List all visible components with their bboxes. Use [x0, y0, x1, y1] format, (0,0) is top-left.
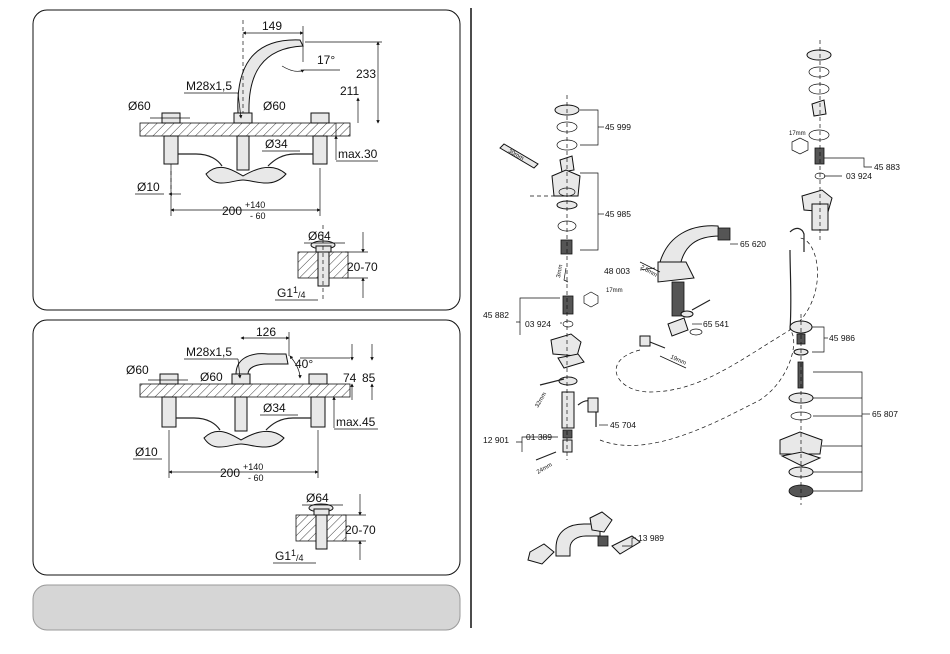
- part-45985: 45 985: [605, 209, 631, 219]
- part-65541: 65 541: [703, 319, 729, 329]
- tool-32mm: 32mm: [535, 392, 549, 409]
- part-03924-right: 03 924: [846, 171, 872, 181]
- panel-installation-spout-high: 149 17° 233 211 M28x1,5 Ø60 Ø60 Ø34 max.…: [33, 10, 460, 310]
- grey-note-box: [33, 585, 460, 630]
- dim-thread: M28x1,5: [186, 345, 232, 359]
- dim-spread-plus: +140: [245, 200, 265, 210]
- dim-drain-dia: Ø64: [306, 491, 329, 505]
- dim-height-85: 85: [362, 371, 376, 385]
- dim-spout-reach: 126: [256, 325, 276, 339]
- countertop-section: [140, 123, 350, 136]
- part-45704: 45 704: [610, 420, 636, 430]
- dim-height-211: 211: [340, 84, 359, 98]
- dim-spread-minus: - 60: [250, 211, 266, 221]
- dim-dia-10: Ø10: [137, 180, 160, 194]
- spout-assembly: 2,5mm 19mm: [639, 226, 730, 368]
- pipe-assembly: [528, 512, 640, 564]
- right-valve-stack: 17mm: [789, 40, 832, 330]
- countertop-section: [140, 384, 350, 397]
- dim-spread-plus: +140: [243, 462, 263, 472]
- part-65807: 65 807: [872, 409, 898, 419]
- dim-spout-reach: 149: [262, 19, 282, 33]
- dim-height-233: 233: [356, 67, 376, 81]
- dim-drain-range: 20-70: [345, 523, 376, 537]
- dim-drain-range: 20-70: [347, 260, 378, 274]
- part-13989: 13 989: [638, 533, 664, 543]
- dim-thread: M28x1,5: [186, 79, 232, 93]
- hose-path: [616, 238, 817, 392]
- dim-spout-angle: 40°: [295, 357, 313, 371]
- dim-spout-angle: 17°: [317, 53, 335, 67]
- dim-drain-dia: Ø64: [308, 229, 331, 243]
- dim-dia-10: Ø10: [135, 445, 158, 459]
- part-45882: 45 882: [483, 310, 509, 320]
- drain-assembly: [780, 314, 822, 505]
- dim-spread: 200: [222, 204, 242, 218]
- tool-17mm-right: 17mm: [789, 131, 806, 137]
- part-callouts: 45 999 45 985 17mm 3mm 45 882 03 924 32m…: [483, 110, 900, 546]
- panel-installation-spout-low: 126 40° 74 85 M28x1,5 Ø60 Ø60 Ø34 max.45…: [33, 320, 460, 575]
- exploded-view: 30mm 2,5mm 19mm: [483, 40, 900, 564]
- dim-dia-34: Ø34: [265, 137, 288, 151]
- tool-24mm: 24mm: [536, 462, 553, 476]
- part-45999: 45 999: [605, 122, 631, 132]
- dim-max-thickness: max.30: [338, 147, 378, 161]
- part-48003: 48 003: [604, 266, 630, 276]
- part-12901: 12 901: [483, 435, 509, 445]
- dim-dia-34: Ø34: [263, 401, 286, 415]
- tool-2-5mm: 2,5mm: [639, 265, 658, 279]
- dim-dia-left: Ø60: [128, 99, 151, 113]
- dim-dia-left: Ø60: [126, 363, 149, 377]
- tool-3mm: 3mm: [556, 264, 564, 278]
- part-01389: 01 389: [526, 432, 552, 442]
- dim-spread: 200: [220, 466, 240, 480]
- dim-spread-minus: - 60: [248, 473, 264, 483]
- dim-dia-center: Ø60: [200, 370, 223, 384]
- part-45883: 45 883: [874, 162, 900, 172]
- part-45986: 45 986: [829, 333, 855, 343]
- dim-height-74: 74: [343, 371, 357, 385]
- part-03924-left: 03 924: [525, 319, 551, 329]
- tool-17mm-left: 17mm: [606, 288, 623, 294]
- dim-max-thickness: max.45: [336, 415, 376, 429]
- part-65620: 65 620: [740, 239, 766, 249]
- dim-dia-center: Ø60: [263, 99, 286, 113]
- tool-19mm: 19mm: [669, 354, 687, 366]
